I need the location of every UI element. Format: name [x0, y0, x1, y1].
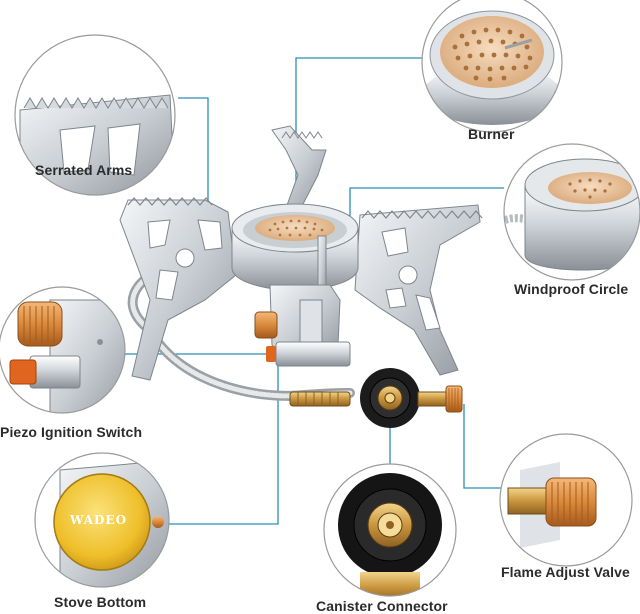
- callout-ring: [323, 463, 457, 597]
- callout-flame-adjust-valve: [499, 433, 633, 567]
- label-windproof-circle: Windproof Circle: [514, 281, 629, 297]
- arm-right: [354, 204, 481, 376]
- callout-ring: [503, 143, 640, 281]
- leader-serrated-arms: [178, 97, 209, 210]
- callout-ring: [0, 286, 126, 414]
- callout-stove-bottom: [34, 452, 170, 588]
- label-flame-adjust-valve: Flame Adjust Valve: [501, 564, 630, 580]
- callout-ring: [421, 0, 563, 133]
- label-serrated-arms: Serrated Arms: [35, 162, 133, 178]
- callout-windproof-circle: [503, 143, 640, 281]
- callout-ring: [34, 452, 170, 588]
- stove-bottom-disc: [53, 473, 151, 571]
- label-canister-connector: Canister Connector: [316, 598, 448, 614]
- label-burner: Burner: [468, 126, 515, 142]
- valve-knob: [445, 385, 463, 413]
- callout-canister-connector: [323, 463, 457, 597]
- leader-flame-adjust: [463, 404, 510, 489]
- callout-ring: [499, 433, 633, 567]
- label-stove-bottom: Stove Bottom: [54, 594, 147, 610]
- label-piezo-ignition-switch: Piezo Ignition Switch: [0, 424, 143, 440]
- leader-burner: [295, 57, 430, 232]
- callout-burner: [421, 0, 563, 133]
- brand-text: WADEO: [70, 513, 128, 527]
- callout-piezo-ignition: [0, 286, 126, 414]
- burner-holes: [268, 219, 324, 237]
- callout-ring: [14, 34, 176, 196]
- arm-back: [271, 125, 327, 211]
- hose-braid-marks: [297, 392, 339, 406]
- stove-main: [119, 125, 483, 428]
